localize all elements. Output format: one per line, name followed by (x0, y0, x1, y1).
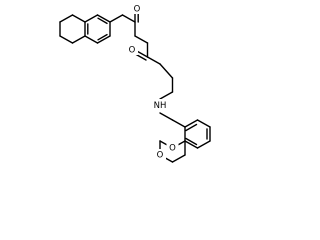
molecule-diagram: O O NH O O (59, 3, 211, 163)
svg-text:O: O (169, 144, 176, 154)
svg-text:NH: NH (154, 101, 167, 111)
svg-text:O: O (134, 5, 141, 15)
saturated-ring (59, 14, 86, 44)
aromatic-ring-upper (84, 14, 111, 44)
ketone-oxygen-label: O (131, 3, 143, 15)
ethyl-linker (159, 112, 186, 128)
ring-oxygen-lower-label: O (154, 149, 166, 161)
svg-text:O: O (129, 46, 136, 56)
svg-text:O: O (157, 151, 164, 161)
ring-oxygen-upper-label: O (166, 142, 179, 154)
aromatic-ring-lower (184, 119, 211, 149)
amide-oxygen-label: O (126, 44, 138, 56)
carbon-chain (109, 14, 174, 100)
amide-nitrogen-label: NH (150, 99, 170, 111)
